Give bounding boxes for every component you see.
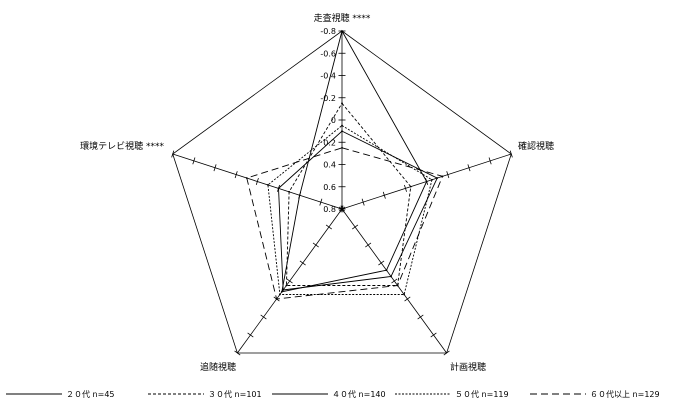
series-point-3-1	[431, 178, 433, 181]
series-point-0-3	[280, 290, 283, 293]
series-point-2-4	[277, 187, 280, 190]
series-point-3-4	[267, 184, 269, 186]
series-line-4	[246, 147, 444, 300]
tick-label: -0.6	[320, 49, 336, 58]
tick-label: -0.8	[320, 27, 336, 36]
series-point-2-1	[436, 177, 439, 179]
tick-4-6	[213, 164, 217, 172]
series-point-1-0	[341, 102, 343, 105]
tick-4-4	[255, 178, 259, 185]
legend-label-1: ３０代 n=101	[208, 389, 262, 399]
tick-label: -0.2	[320, 94, 336, 103]
tick-2-3	[378, 260, 385, 266]
axis-label-3: 追随視聴	[200, 361, 236, 373]
radar-grid	[172, 30, 512, 354]
series-group	[245, 29, 444, 300]
tick-2-5	[404, 296, 411, 302]
tick-1-6	[467, 164, 471, 172]
axis-label-0: 走査視聴 ****	[314, 12, 371, 24]
legend-label-0: ２０代 n=45	[66, 389, 115, 399]
series-point-1-1	[409, 185, 412, 188]
series-point-4-2	[396, 284, 399, 287]
tick-3-6	[260, 314, 267, 320]
series-point-4-3	[275, 298, 278, 300]
series-point-1-4	[288, 190, 290, 193]
series-point-2-3	[282, 289, 285, 291]
tick-4-7	[192, 157, 196, 165]
tick-3-3	[299, 260, 306, 266]
tick-4-0	[340, 205, 344, 213]
legend: ２０代 n=45 ３０代 n=101 ４０代 n=140 ５０代 n=119 ６０代以上…	[6, 389, 660, 399]
series-line-1	[285, 102, 412, 286]
tick-3-2	[312, 242, 319, 248]
tick-1-2	[382, 191, 386, 199]
tick-4-5	[234, 171, 238, 179]
series-point-1-3	[285, 284, 288, 287]
legend-label-3: ５０代 n=119	[455, 389, 509, 399]
series-point-2-2	[390, 275, 392, 278]
series-point-2-0	[341, 130, 343, 133]
series-point-3-0	[341, 124, 343, 127]
tick-2-4	[391, 278, 398, 284]
series-point-3-2	[403, 293, 406, 296]
tick-1-7	[488, 157, 492, 165]
tick-3-1	[325, 224, 332, 230]
tick-3-8	[234, 350, 241, 356]
series-point-0-1	[425, 180, 428, 183]
axis-label-1: 確認視聴	[518, 140, 554, 152]
series-point-0-4	[298, 194, 301, 197]
tick-1-5	[446, 171, 450, 179]
tick-4-8	[171, 150, 175, 158]
series-point-0-2	[385, 269, 388, 272]
series-point-4-0	[341, 146, 343, 149]
series-line-0	[281, 29, 428, 293]
tick-3-7	[247, 332, 254, 338]
tick-label: -0.4	[320, 72, 336, 81]
tick-2-1	[352, 224, 359, 230]
tick-1-8	[509, 150, 513, 158]
series-point-0-0	[341, 30, 343, 32]
tick-2-8	[443, 350, 450, 356]
outer-frame	[172, 30, 512, 354]
series-point-4-1	[441, 175, 444, 178]
tick-2-2	[365, 242, 372, 248]
series-point-4-4	[245, 177, 248, 179]
tick-1-3	[404, 184, 407, 192]
tick-3-4	[286, 278, 293, 284]
tick-2-6	[417, 314, 424, 320]
series-line-3	[267, 125, 433, 295]
axis-label-4: 環境テレビ視聴 ****	[80, 140, 164, 152]
tick-1-1	[361, 198, 365, 206]
tick-label: 0.4	[323, 161, 336, 170]
axis-label-2: 計画視聴	[450, 361, 486, 373]
legend-label-4: ６０代以上 n=129	[590, 389, 660, 399]
tick-label: 0	[331, 116, 336, 125]
tick-4-1	[319, 198, 323, 206]
series-point-3-3	[278, 293, 281, 296]
tick-2-7	[430, 332, 437, 338]
tick-label: 0.8	[323, 205, 336, 214]
tick-label: 0.6	[323, 183, 336, 192]
legend-label-2: ４０代 n=140	[332, 389, 386, 399]
